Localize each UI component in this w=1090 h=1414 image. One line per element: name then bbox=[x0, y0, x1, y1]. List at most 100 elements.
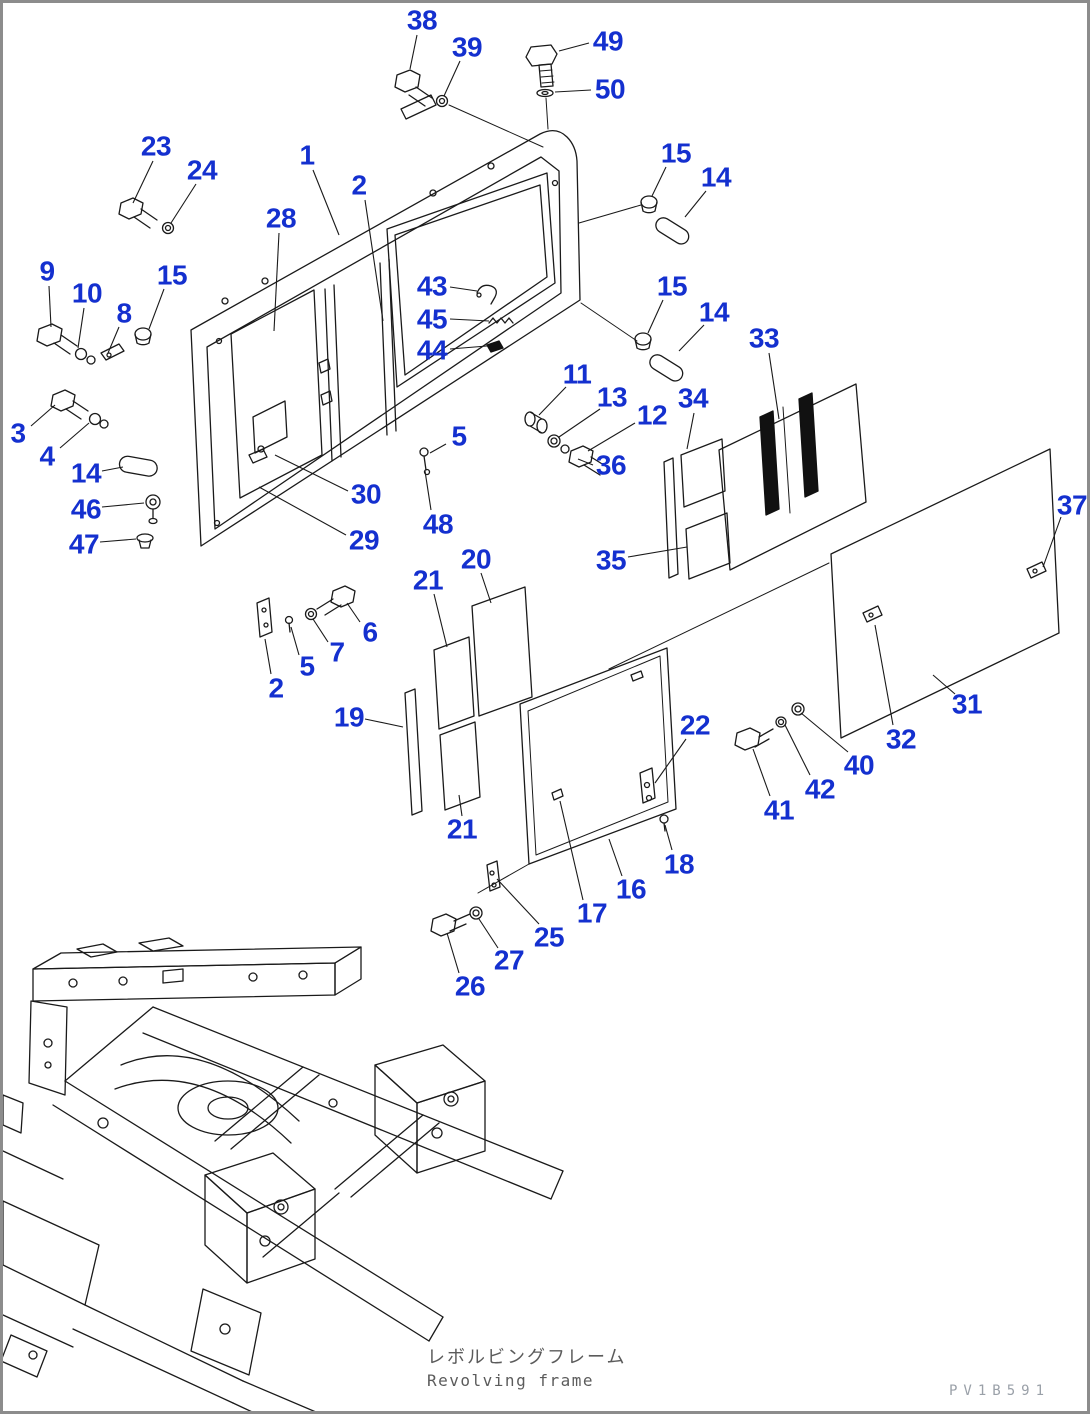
callout-2: 2 bbox=[268, 673, 283, 704]
leader-line-49 bbox=[558, 42, 590, 52]
callout-41: 41 bbox=[764, 795, 794, 826]
callout-3: 3 bbox=[10, 418, 25, 449]
leader-line-9 bbox=[48, 285, 52, 328]
leader-line-44 bbox=[449, 345, 488, 350]
callout-8: 8 bbox=[116, 298, 131, 329]
callout-18: 18 bbox=[664, 849, 694, 880]
callout-6: 6 bbox=[362, 617, 377, 648]
leader-line-16 bbox=[608, 838, 623, 877]
leader-lines bbox=[30, 34, 1062, 974]
callout-14: 14 bbox=[701, 162, 732, 193]
callout-31: 31 bbox=[952, 689, 982, 720]
leader-line-5 bbox=[290, 626, 300, 656]
callout-10: 10 bbox=[72, 278, 102, 309]
leader-line-33 bbox=[768, 352, 780, 420]
leader-line-11 bbox=[538, 386, 567, 416]
callout-50: 50 bbox=[595, 74, 625, 105]
callout-7: 7 bbox=[329, 637, 344, 668]
callout-14: 14 bbox=[699, 297, 730, 328]
leader-line-40 bbox=[800, 712, 849, 753]
callout-9: 9 bbox=[39, 256, 54, 287]
callout-27: 27 bbox=[494, 945, 524, 976]
callout-32: 32 bbox=[886, 724, 916, 755]
callout-5: 5 bbox=[299, 651, 314, 682]
callout-28: 28 bbox=[266, 203, 296, 234]
left-fasteners bbox=[36, 197, 175, 549]
leader-line-35 bbox=[627, 546, 688, 558]
leader-line-26 bbox=[446, 932, 460, 974]
callout-37: 37 bbox=[1057, 490, 1087, 521]
leader-line-4 bbox=[59, 422, 90, 449]
callout-38: 38 bbox=[407, 5, 437, 36]
leader-line-10 bbox=[77, 307, 85, 349]
leader-line-30 bbox=[274, 454, 349, 492]
leader-line-31 bbox=[932, 674, 956, 695]
leader-line-14 bbox=[101, 466, 124, 472]
leader-line-32 bbox=[874, 624, 894, 726]
callout-16: 16 bbox=[616, 874, 646, 905]
callout-21: 21 bbox=[413, 565, 443, 596]
callout-45: 45 bbox=[417, 304, 447, 335]
callout-36: 36 bbox=[596, 450, 626, 481]
leader-line-22 bbox=[654, 738, 687, 784]
callout-49: 49 bbox=[593, 26, 623, 57]
right-fasteners bbox=[419, 195, 690, 476]
leader-line-15 bbox=[148, 288, 165, 330]
leader-line-15 bbox=[647, 299, 664, 334]
callout-11: 11 bbox=[563, 359, 592, 390]
callout-19: 19 bbox=[334, 702, 364, 733]
callout-29: 29 bbox=[349, 525, 379, 556]
leader-line-7 bbox=[312, 618, 329, 643]
callout-21: 21 bbox=[447, 814, 477, 845]
callout-15: 15 bbox=[157, 260, 187, 291]
callout-44: 44 bbox=[417, 335, 448, 366]
diagram-canvas: 3839495023241215142891015843454415143311… bbox=[3, 5, 1087, 1411]
leader-line-45 bbox=[449, 318, 490, 322]
leader-line-23 bbox=[132, 160, 154, 204]
callout-4: 4 bbox=[39, 441, 55, 472]
leader-line-21 bbox=[458, 794, 463, 817]
leader-line-50 bbox=[554, 89, 592, 93]
leader-line-2 bbox=[364, 199, 384, 322]
main-bulkhead-panel bbox=[190, 94, 642, 547]
callout-2: 2 bbox=[351, 170, 366, 201]
leader-line-14 bbox=[684, 190, 707, 218]
callout-42: 42 bbox=[805, 774, 835, 805]
leader-line-41 bbox=[752, 748, 771, 797]
callout-24: 24 bbox=[187, 155, 218, 186]
leader-line-2 bbox=[264, 638, 272, 675]
leader-line-42 bbox=[784, 724, 811, 776]
right-panels bbox=[608, 383, 1060, 751]
leader-line-39 bbox=[443, 60, 461, 97]
leader-line-46 bbox=[101, 502, 145, 508]
center-panels bbox=[404, 586, 677, 937]
leader-line-38 bbox=[409, 34, 418, 70]
callout-15: 15 bbox=[657, 271, 687, 302]
caption-english: Revolving frame bbox=[427, 1371, 594, 1390]
doc-code: PV1B591 bbox=[949, 1383, 1051, 1399]
callout-25: 25 bbox=[534, 922, 564, 953]
callout-23: 23 bbox=[141, 131, 171, 162]
callout-13: 13 bbox=[597, 382, 627, 413]
callout-1: 1 bbox=[299, 140, 314, 171]
callout-12: 12 bbox=[637, 400, 667, 431]
leader-line-5 bbox=[429, 443, 447, 454]
callout-14: 14 bbox=[71, 458, 102, 489]
callout-40: 40 bbox=[844, 750, 874, 781]
revolving-frame-chassis bbox=[3, 937, 564, 1411]
leader-line-17 bbox=[559, 800, 584, 901]
leader-line-20 bbox=[480, 572, 492, 604]
callout-46: 46 bbox=[71, 494, 101, 525]
callout-35: 35 bbox=[596, 545, 626, 576]
leader-line-29 bbox=[258, 486, 347, 536]
callout-5: 5 bbox=[451, 421, 466, 452]
leader-line-48 bbox=[424, 470, 432, 511]
leader-line-18 bbox=[664, 824, 673, 851]
leader-line-8 bbox=[107, 326, 120, 354]
callout-48: 48 bbox=[423, 509, 453, 540]
leader-line-6 bbox=[346, 602, 361, 623]
leader-line-28 bbox=[273, 232, 280, 332]
callout-30: 30 bbox=[351, 479, 381, 510]
leader-line-3 bbox=[30, 404, 56, 427]
